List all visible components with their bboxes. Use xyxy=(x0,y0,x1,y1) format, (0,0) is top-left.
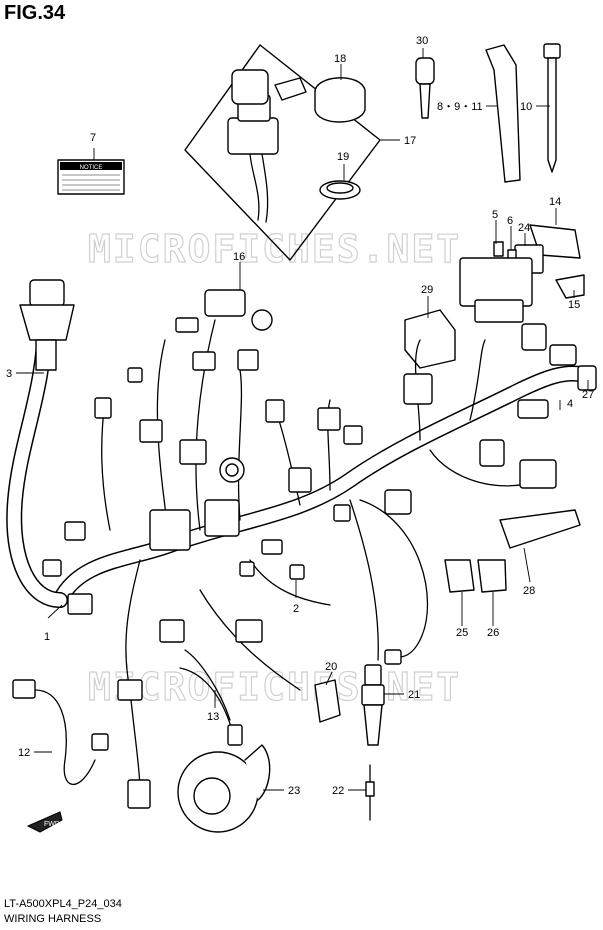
lead-wire xyxy=(179,667,243,746)
notice-label-text: NOTICE xyxy=(80,165,103,171)
speed-sensor xyxy=(175,289,273,333)
callout-14: 14 xyxy=(549,196,561,208)
forward-arrow-label: FWD xyxy=(44,821,60,828)
leader-lines xyxy=(16,48,589,791)
callout-1: 1 xyxy=(44,631,50,643)
callout-20: 20 xyxy=(325,661,337,673)
callout-19: 19 xyxy=(337,151,349,163)
sub-harness xyxy=(12,679,109,786)
ignition-switch-kit xyxy=(184,44,381,261)
callout-6: 6 xyxy=(507,215,513,227)
callout-27: 27 xyxy=(582,389,594,401)
callout-13: 13 xyxy=(207,711,219,723)
callout-24: 24 xyxy=(518,222,530,234)
callout-29: 29 xyxy=(421,284,433,296)
callout-18: 18 xyxy=(334,53,346,65)
figure-name: WIRING HARNESS xyxy=(4,913,102,925)
key xyxy=(415,57,435,119)
forward-arrow-icon: FWD xyxy=(26,811,63,833)
callout-17: 17 xyxy=(404,135,416,147)
callout-30: 30 xyxy=(416,35,428,47)
callout-5: 5 xyxy=(492,209,498,221)
callout-numbers: 1 2 3 4 5 6 7 8・9・11 10 12 13 14 15 16 1… xyxy=(6,35,594,797)
watermark-top: MICROFICHES.NET xyxy=(88,227,461,271)
callout-12: 12 xyxy=(18,747,30,759)
connector-cap xyxy=(289,564,305,580)
harness-connectors xyxy=(42,323,597,809)
callout-2: 2 xyxy=(293,603,299,615)
callout-4: 4 xyxy=(567,398,573,410)
relay xyxy=(404,309,456,369)
boot-connector xyxy=(19,279,75,371)
harness-clamp xyxy=(485,44,521,183)
callout-28: 28 xyxy=(523,585,535,597)
callout-25: 25 xyxy=(456,627,468,639)
oxygen-sensor xyxy=(361,664,385,746)
callout-23: 23 xyxy=(288,785,300,797)
callout-8-9-11: 8・9・11 xyxy=(437,101,483,113)
brackets xyxy=(444,509,581,593)
notice-label: NOTICE xyxy=(57,159,125,195)
sensor-bracket xyxy=(314,679,341,723)
callout-10: 10 xyxy=(520,101,532,113)
figure-code: LT-A500XPL4_P24_034 xyxy=(4,898,122,910)
callout-15: 15 xyxy=(568,299,580,311)
fuse-box xyxy=(459,257,533,323)
callout-26: 26 xyxy=(487,627,499,639)
main-harness xyxy=(6,312,593,608)
callout-7: 7 xyxy=(90,132,96,144)
figure-title: FIG.34 xyxy=(4,2,66,24)
horn xyxy=(177,744,271,833)
spring-pin xyxy=(365,764,375,821)
callout-22: 22 xyxy=(332,785,344,797)
callout-21: 21 xyxy=(408,689,420,701)
cable-tie xyxy=(543,43,561,173)
callout-16: 16 xyxy=(233,251,245,263)
callout-3: 3 xyxy=(6,368,12,380)
